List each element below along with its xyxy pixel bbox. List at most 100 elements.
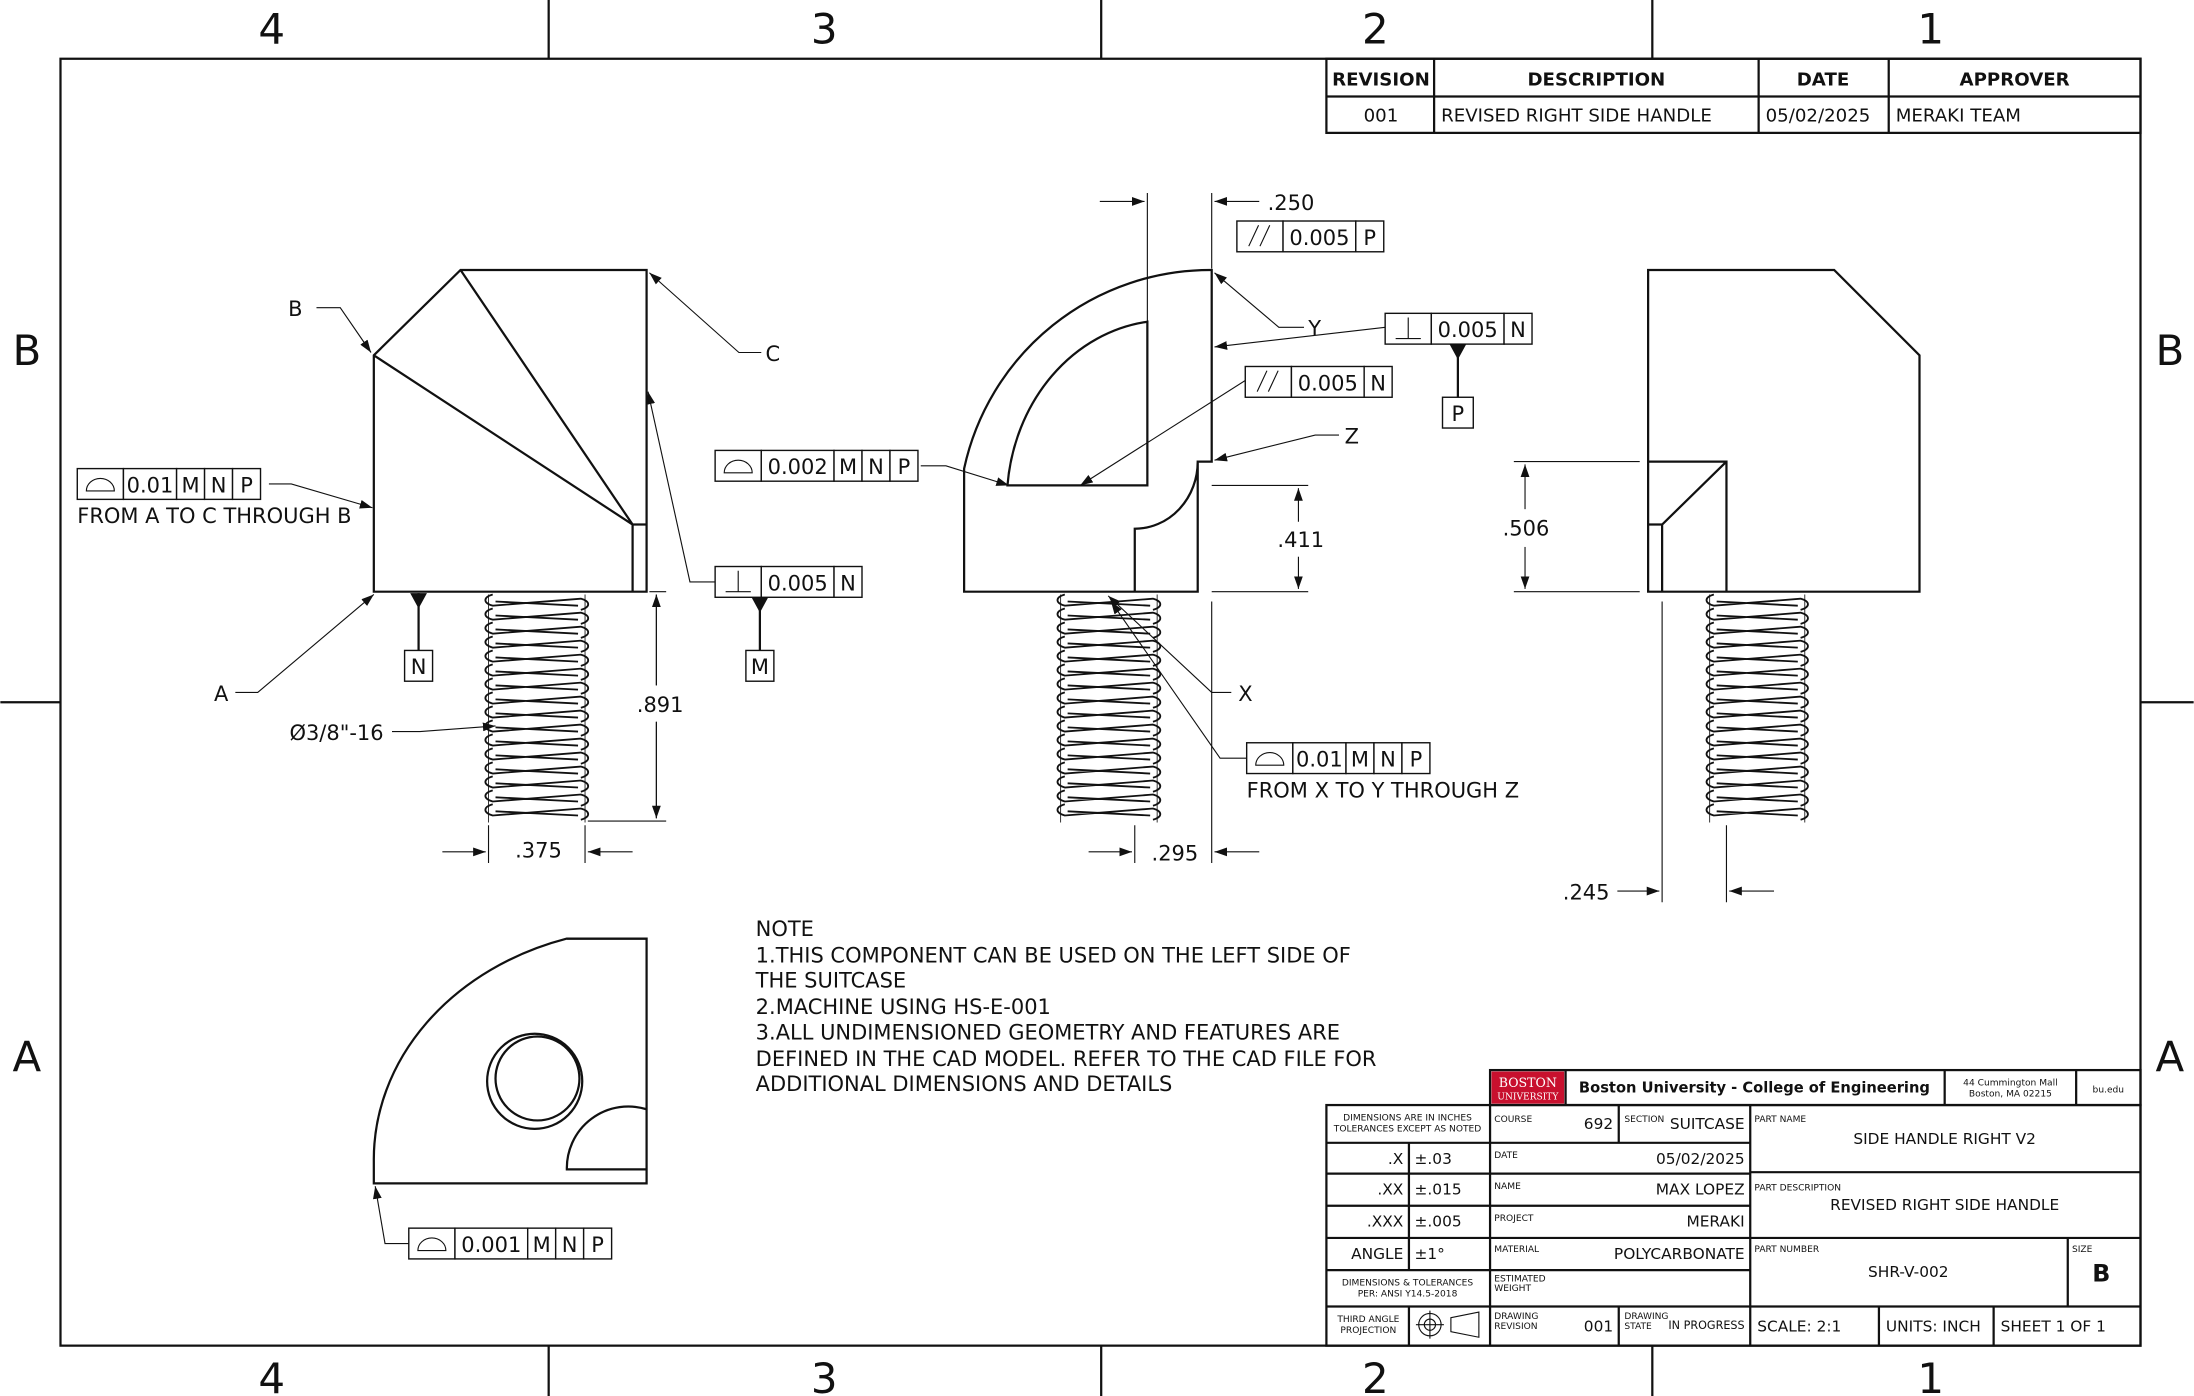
thread-callout: Ø3/8"-16 <box>289 721 383 745</box>
address-line2: Boston, MA 02215 <box>1969 1090 2052 1100</box>
standard-line1: DIMENSIONS & TOLERANCES <box>1342 1278 1474 1288</box>
datum-reference: P <box>1410 748 1423 772</box>
tolerance-value: 0.01 <box>127 473 174 497</box>
projection-line2: PROJECTION <box>1340 1326 1396 1336</box>
parallelism-icon <box>1256 370 1279 392</box>
zone-labels: 4 3 2 1 4 3 2 1 B B A A <box>13 4 2185 1396</box>
name-value: MAX LOPEZ <box>1656 1181 1745 1199</box>
datum-reference: N <box>211 473 227 497</box>
tolerance-value: 0.001 <box>461 1233 521 1257</box>
label-y: Y <box>1307 317 1321 341</box>
drawing-state-label1: DRAWING <box>1624 1312 1668 1322</box>
size-label: SIZE <box>2072 1245 2093 1255</box>
datum-reference: N <box>1510 318 1526 342</box>
zone-col-4-bottom: 4 <box>258 1354 285 1396</box>
profile-of-surface-icon <box>723 459 753 474</box>
general-notes: NOTE 1.THIS COMPONENT CAN BE USED ON THE… <box>755 917 1377 1096</box>
perpendicularity-frame-right: 0.005 N <box>1384 312 1533 345</box>
dim-891: .891 <box>637 693 684 717</box>
note-line: 2.MACHINE USING HS-E-001 <box>756 995 1051 1019</box>
drawing-state-label2: STATE <box>1624 1322 1652 1332</box>
units-value: UNITS: INCH <box>1886 1318 1981 1336</box>
perpendicularity-icon <box>725 570 751 593</box>
part-name-value: SIDE HANDLE RIGHT V2 <box>1853 1130 2036 1148</box>
approver-value: MERAKI TEAM <box>1896 106 2021 127</box>
part-number-label: PART NUMBER <box>1754 1245 1819 1255</box>
revision-header: REVISION <box>1332 69 1430 90</box>
datum-p: P <box>1452 402 1465 426</box>
project-label: PROJECT <box>1494 1214 1534 1224</box>
dim-250: .250 <box>1268 191 1315 215</box>
zone-row-a: A <box>13 1032 42 1081</box>
note-line: THE SUITCASE <box>755 969 906 993</box>
logo-line2: UNIVERSITY <box>1497 1092 1559 1102</box>
part-description-label: PART DESCRIPTION <box>1754 1183 1841 1193</box>
logo-line1: BOSTON <box>1499 1075 1557 1090</box>
zone-row-a-right: A <box>2156 1032 2185 1081</box>
datum-reference: N <box>1380 748 1396 772</box>
datum-reference: M <box>533 1233 551 1257</box>
standard-line2: PER: ANSI Y14.5-2018 <box>1358 1290 1458 1300</box>
projection-line1: THIRD ANGLE <box>1336 1315 1399 1325</box>
profile-of-surface-icon <box>85 477 115 492</box>
institution-name: Boston University - College of Engineeri… <box>1579 1079 1930 1096</box>
drawing-revision-value: 001 <box>1584 1318 1613 1336</box>
profile-of-surface-icon <box>1255 752 1285 766</box>
part-number-value: SHR-V-002 <box>1868 1263 1949 1281</box>
label-z: Z <box>1345 424 1359 448</box>
datum-n: N <box>411 655 427 679</box>
tol-x-label: .X <box>1388 1150 1404 1168</box>
profile-of-surface-icon <box>417 1237 447 1252</box>
datum-reference: N <box>562 1233 578 1257</box>
callout-labels: B C A Y Z X Ø3/8"-16 <box>214 297 1359 745</box>
note-line: 1.THIS COMPONENT CAN BE USED ON THE LEFT… <box>756 943 1351 967</box>
tol-xxx-label: .XXX <box>1367 1213 1404 1231</box>
course-label: COURSE <box>1494 1115 1532 1125</box>
dim-375: .375 <box>515 838 562 862</box>
drawing-revision-label2: REVISION <box>1494 1322 1537 1332</box>
thread-middle <box>1056 593 1162 823</box>
description-header: DESCRIPTION <box>1527 69 1665 90</box>
label-c: C <box>765 342 780 366</box>
dim-245: .245 <box>1563 880 1610 904</box>
project-value: MERAKI <box>1686 1213 1744 1231</box>
tolerance-value: 0.005 <box>1438 318 1498 342</box>
datum-m: M <box>751 655 769 679</box>
description-value: REVISED RIGHT SIDE HANDLE <box>1441 106 1712 127</box>
note-line: 3.ALL UNDIMENSIONED GEOMETRY AND FEATURE… <box>756 1020 1340 1044</box>
zone-row-b: B <box>13 326 42 375</box>
section-value: SUITCASE <box>1670 1115 1745 1133</box>
datum-reference: N <box>868 455 884 479</box>
tolerance-value: 0.005 <box>1289 226 1349 250</box>
side-view-right <box>1513 268 1921 903</box>
zone-col-4: 4 <box>258 4 285 53</box>
symbol-cell <box>714 449 762 482</box>
label-x: X <box>1238 682 1252 706</box>
revision-value: 001 <box>1364 106 1399 127</box>
parallelism-icon <box>1248 224 1271 247</box>
datum-reference: M <box>182 473 200 497</box>
date-value: 05/02/2025 <box>1656 1150 1745 1168</box>
datum-reference: P <box>898 455 911 479</box>
zone-col-1-bottom: 1 <box>1917 1354 1944 1396</box>
dim-506: .506 <box>1503 517 1550 541</box>
weight-label1: ESTIMATED <box>1494 1274 1545 1284</box>
date-value: 05/02/2025 <box>1766 106 1871 127</box>
datum-reference: M <box>839 455 857 479</box>
datum-reference: P <box>591 1233 604 1257</box>
symbol-cell <box>1245 742 1294 775</box>
tolerance-value: 0.002 <box>768 455 828 479</box>
datum-labels: N M P <box>403 344 1474 682</box>
size-value: B <box>2092 1259 2110 1287</box>
parallelism-frame-top: 0.005 P <box>1236 220 1385 253</box>
drawing-state-value: IN PROGRESS <box>1668 1319 1744 1332</box>
label-a: A <box>214 682 229 706</box>
zone-col-3: 3 <box>811 4 838 53</box>
tolerance-value: 0.01 <box>1296 748 1343 772</box>
datum-reference: P <box>1363 226 1376 250</box>
